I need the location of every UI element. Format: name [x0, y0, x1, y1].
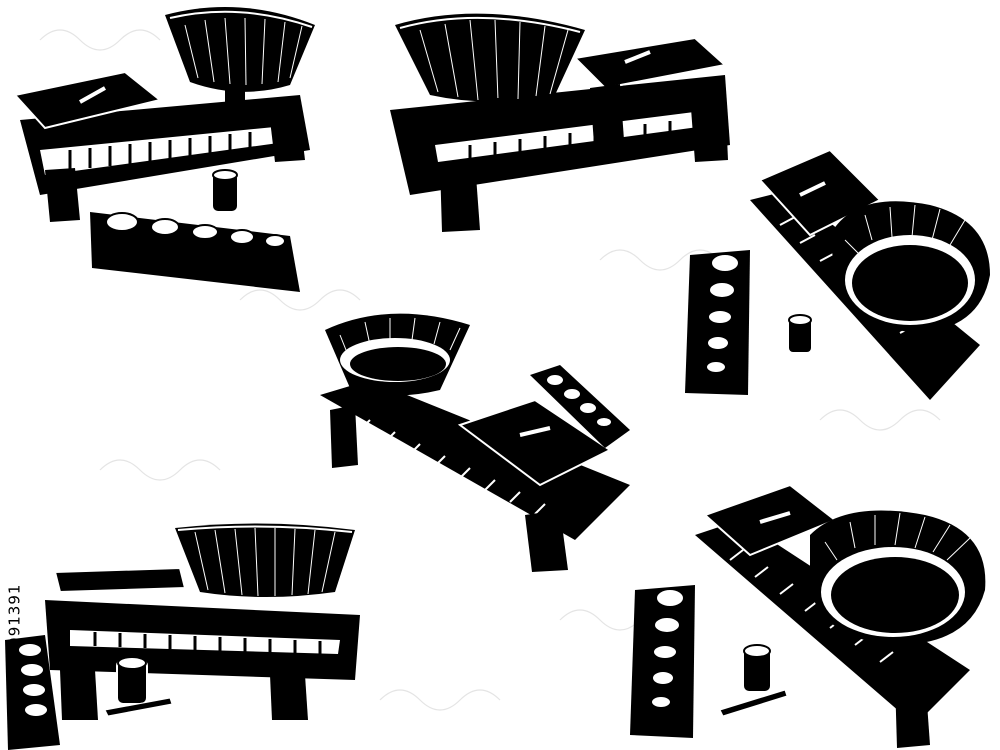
- tweezers: [104, 697, 173, 717]
- scale-bowl-pan: [165, 7, 315, 92]
- stock-id-text: 657991391: [5, 583, 23, 679]
- scale-platform: [457, 398, 612, 487]
- balance-scale-drawing: [630, 483, 986, 748]
- view-middle: [310, 300, 640, 580]
- view-right-upper: [680, 145, 1000, 410]
- scale-platform: [53, 566, 187, 594]
- balance-scale-drawing: [390, 13, 730, 232]
- stock-id-label: 657991391: [0, 0, 28, 750]
- view-top-center: [380, 0, 740, 240]
- scale-bowl-pan: [395, 13, 585, 102]
- balance-scale-drawing: [320, 313, 630, 572]
- balance-scale-drawing: [685, 148, 990, 400]
- balance-scale-drawing: [13, 7, 315, 292]
- weight-box: [630, 585, 695, 738]
- tweezers: [719, 689, 788, 717]
- scale-bowl-pan: [175, 523, 355, 597]
- view-top-left: [0, 0, 330, 300]
- scale-platform: [572, 36, 728, 90]
- balance-scale-drawing: [5, 523, 360, 750]
- view-bottom-left: [0, 520, 370, 750]
- view-bottom-right: [625, 480, 1000, 750]
